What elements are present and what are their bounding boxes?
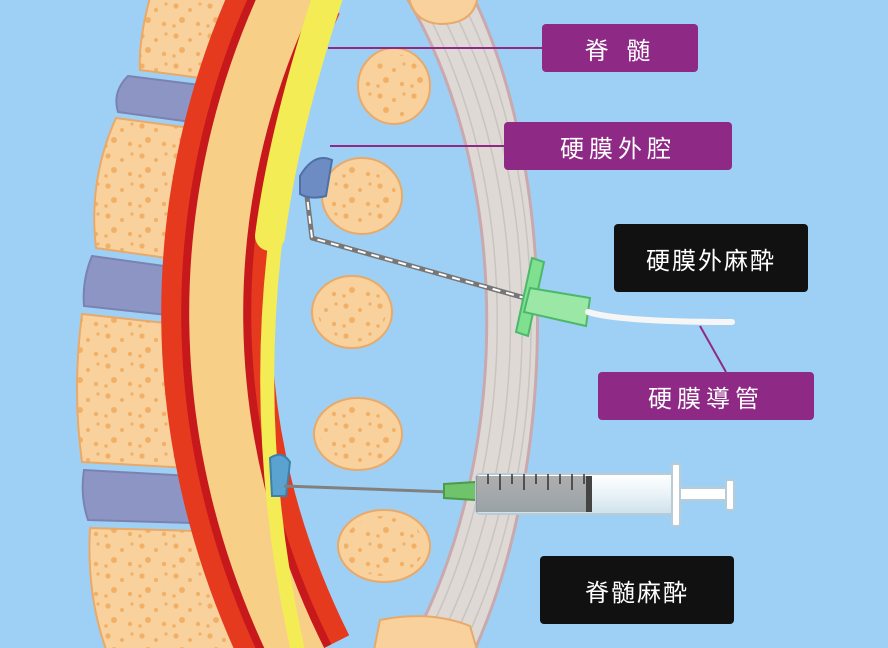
catheter-leader (699, 325, 727, 373)
spinal-cord-label: 脊 髄 (542, 24, 698, 72)
catheter-tube (585, 309, 735, 325)
spinal-needle-tip (268, 453, 292, 497)
catheter-tip (299, 157, 334, 199)
syringe-flange (671, 463, 681, 527)
syringe-plunger (679, 487, 729, 501)
epidural-needle (299, 157, 735, 338)
spinal-syringe (268, 453, 735, 527)
cauda-equina (260, 235, 305, 648)
lamina (408, 0, 478, 26)
spinal-anesthesia-label: 脊髄麻酔 (540, 556, 734, 624)
epidural-catheter-label: 硬膜導管 (598, 372, 814, 420)
lamina (373, 615, 478, 648)
csf-space (189, 0, 325, 648)
epidural-space-label: 硬膜外腔 (504, 122, 732, 170)
spinous-processes (311, 0, 478, 648)
spinal-cord (255, 0, 343, 251)
epidural-anesthesia-label: 硬膜外麻酔 (614, 224, 808, 292)
